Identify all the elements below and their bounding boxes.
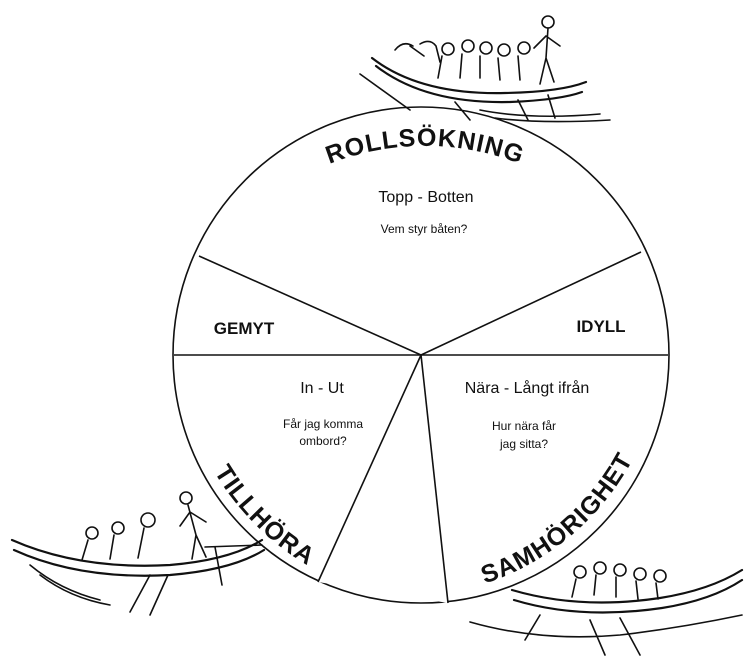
- question-left-1: Får jag komma: [283, 417, 363, 431]
- rowing-boat-bottom-left-illustration: [12, 492, 264, 615]
- axis-left: In - Ut: [300, 380, 344, 397]
- rowing-boat-top-illustration: [360, 16, 610, 122]
- label-gemyt: GEMYT: [214, 319, 275, 338]
- axis-right: Nära - Långt ifrån: [465, 379, 590, 397]
- question-right-2: jag sitta?: [499, 437, 548, 451]
- axis-top: Topp - Botten: [378, 189, 473, 206]
- question-right-1: Hur nära får: [492, 419, 556, 433]
- divider-upper-right: [421, 252, 641, 355]
- question-left-2: ombord?: [299, 434, 347, 448]
- title-rollsokning: ROLLSÖKNING: [322, 123, 528, 170]
- label-idyll: IDYLL: [576, 317, 625, 336]
- question-top: Vem styr båten?: [381, 222, 468, 236]
- divider-upper-left: [199, 256, 421, 355]
